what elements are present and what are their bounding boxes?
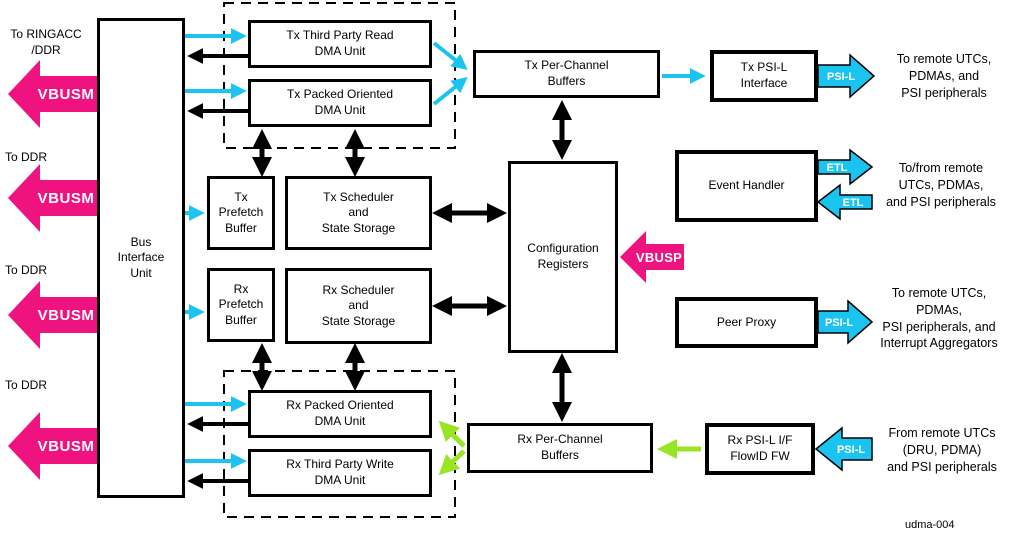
annotation-rx-psil-remote: From remote UTCs (DRU, PDMA) and PSI per… <box>887 426 997 474</box>
block-rx-per-channel-buffers: Rx Per-Channel Buffers <box>467 423 653 473</box>
peer-psil-label: PSI-L <box>825 317 853 329</box>
rx-psil-label: PSI-L <box>837 444 865 456</box>
etl-out-arrow <box>817 148 874 186</box>
vbusm-label-1: VBUSM <box>38 86 95 103</box>
vbusp-label: VBUSP <box>636 250 682 265</box>
block-rx-third-party-write-dma: Rx Third Party Write DMA Unit <box>248 449 432 497</box>
vbusm-label-2: VBUSM <box>38 190 95 207</box>
psil-etl-block-arrows <box>814 53 876 472</box>
block-rx-prefetch-buffer: Rx Prefetch Buffer <box>207 268 275 342</box>
vbusm-label-3: VBUSM <box>38 307 95 324</box>
tx-psil-out-arrow <box>817 53 876 99</box>
block-bus-interface-unit: Bus Interface Unit <box>97 18 185 498</box>
vbusp-arrow <box>620 231 684 283</box>
annotation-peer-proxy-remote: To remote UTCs, PDMAs, PSI peripherals, … <box>880 286 998 351</box>
etl-out-label: ETL <box>827 162 848 174</box>
figure-id: udma-004 <box>905 519 955 531</box>
block-tx-third-party-read-dma: Tx Third Party Read DMA Unit <box>248 20 432 68</box>
vbusm-label-4: VBUSM <box>38 438 95 455</box>
arrow-tx-packed-to-buffers <box>432 77 468 106</box>
block-event-handler: Event Handler <box>675 150 818 222</box>
left-port-label-ddr-2: To DDR <box>5 263 48 277</box>
left-port-label-ddr-1: To DDR <box>5 150 48 164</box>
annotation-tx-psil-remote: To remote UTCs, PDMAs, and PSI periphera… <box>896 52 992 100</box>
block-tx-prefetch-buffer: Tx Prefetch Buffer <box>207 176 275 250</box>
etl-in-arrow <box>816 183 873 221</box>
block-rx-packed-oriented-dma: Rx Packed Oriented DMA Unit <box>248 390 432 438</box>
left-port-label-ddr-3: To DDR <box>5 378 48 392</box>
arrow-rxbuffers-to-rxpacked <box>438 420 466 448</box>
vbusm-arrow-4 <box>8 412 97 480</box>
block-tx-scheduler: Tx Scheduler and State Storage <box>285 176 432 250</box>
tx-psil-label: PSI-L <box>827 71 855 83</box>
vbusm-arrow-1 <box>8 60 97 128</box>
left-port-label-ringacc-ddr: To RINGACC /DDR <box>10 27 82 57</box>
etl-in-label: ETL <box>843 197 864 209</box>
block-configuration-registers: Configuration Registers <box>508 161 618 353</box>
block-rx-psil-flowid-fw: Rx PSI-L I/F FlowID FW <box>705 423 815 475</box>
block-tx-per-channel-buffers: Tx Per-Channel Buffers <box>473 50 660 98</box>
arrow-tx-tpr-to-buffers <box>432 41 468 70</box>
rx-psil-in-arrow <box>814 426 873 472</box>
block-tx-psil-interface: Tx PSI-L Interface <box>710 50 818 102</box>
annotation-event-handler-remote: To/from remote UTCs, PDMAs, and PSI peri… <box>886 161 996 209</box>
arrow-rxbuffers-to-rxtpw <box>438 449 466 476</box>
block-rx-scheduler: Rx Scheduler and State Storage <box>285 268 432 344</box>
vbusm-arrow-3 <box>8 281 97 349</box>
vbusm-arrow-2 <box>8 164 97 232</box>
block-tx-packed-oriented-dma: Tx Packed Oriented DMA Unit <box>248 79 432 127</box>
block-peer-proxy: Peer Proxy <box>675 297 818 348</box>
peer-psil-out-arrow <box>817 299 874 345</box>
